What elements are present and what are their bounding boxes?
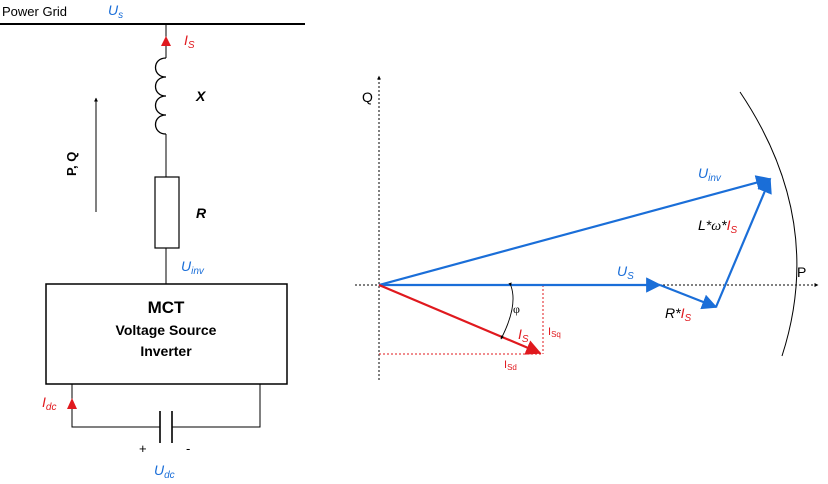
inverter-title: MCT — [148, 298, 185, 317]
phasor-diagram: Q P US R*IS L*ω*IS Uinv IS φ ISq ISd — [355, 75, 819, 380]
voltage-limit-arc — [739, 91, 798, 357]
capacitor-plus: + — [139, 441, 147, 456]
dc-loop-right — [172, 384, 261, 428]
dc-current-label: Idc — [42, 394, 56, 413]
dc-current-arrow — [67, 398, 77, 409]
resistance-label: R — [196, 205, 207, 221]
inverter-line-2: Voltage Source — [116, 322, 217, 338]
q-axis-label: Q — [362, 89, 373, 105]
inductive-drop-label: L*ω*IS — [698, 217, 737, 236]
inverter-voltage-label: Uinv — [181, 258, 205, 277]
grid-voltage-phasor-label: US — [617, 263, 634, 282]
inverter-voltage-phasor — [378, 175, 772, 287]
current-phasor-label: IS — [518, 326, 529, 345]
reactance-label: X — [195, 88, 207, 104]
dc-loop-left — [71, 384, 160, 428]
grid-current-label: IS — [184, 32, 195, 51]
inverter-voltage-phasor-label: Uinv — [698, 165, 722, 184]
isd-label: ISd — [504, 359, 517, 372]
grid-label: Power Grid — [2, 4, 67, 19]
current-phasor — [378, 283, 542, 355]
phase-angle-arc — [500, 282, 514, 340]
resistor-symbol — [154, 176, 180, 249]
phase-angle-label: φ — [513, 302, 520, 316]
p-axis-label: P — [797, 264, 806, 280]
capacitor-minus: - — [186, 441, 190, 456]
inductor-symbol — [154, 57, 167, 135]
dc-voltage-label: Udc — [154, 462, 175, 481]
power-flow-label: P, Q — [64, 152, 79, 176]
resistive-drop-phasor — [659, 283, 718, 310]
grid-voltage-label: Us — [108, 2, 123, 21]
inverter-box — [45, 283, 288, 385]
resistive-drop-label: R*IS — [665, 305, 691, 324]
inverter-line-3: Inverter — [140, 343, 192, 359]
grid-current-arrow — [161, 36, 171, 46]
isq-label: ISq — [548, 326, 561, 339]
circuit: Power Grid Us IS X R P, Q Uinv MCT Volta… — [0, 2, 305, 481]
inductive-drop-phasor — [714, 177, 772, 308]
